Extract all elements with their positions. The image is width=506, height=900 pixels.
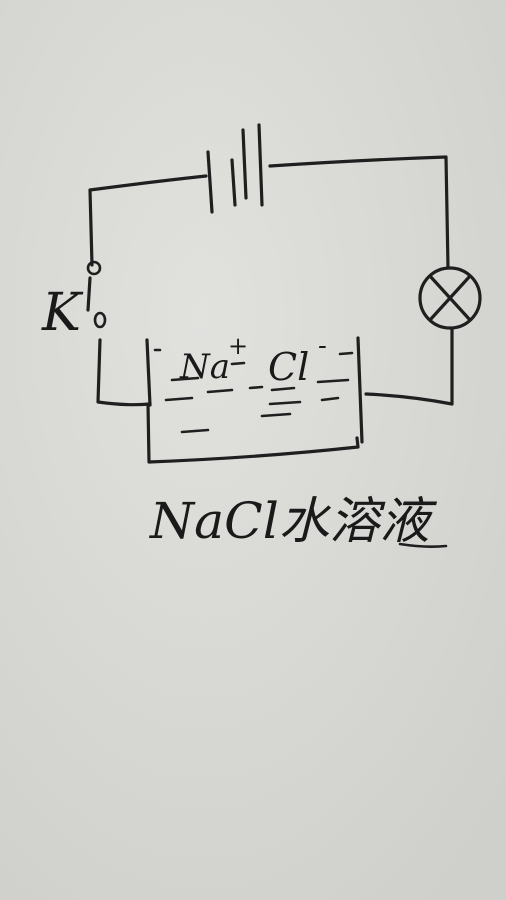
battery-plate-2 — [230, 158, 237, 207]
ion-sodium-charge: + — [228, 332, 248, 360]
wire-top-right — [268, 155, 450, 270]
switch-label: K — [41, 283, 84, 343]
ion-chloride-charge: - — [318, 331, 327, 361]
battery-plate-4 — [257, 123, 264, 207]
electrolyte-dashes — [153, 348, 354, 434]
wire-top-left — [88, 174, 208, 267]
wire-right-down — [364, 326, 454, 406]
battery-plate-1 — [206, 150, 214, 214]
ion-chloride-label: Cl — [268, 345, 309, 389]
electrode-right — [356, 336, 364, 444]
beaker — [146, 402, 360, 464]
lamp-symbol — [418, 266, 482, 330]
electrode-left — [145, 338, 152, 407]
battery-plate-3 — [241, 128, 248, 200]
solution-label-tail — [398, 542, 448, 548]
wire-left-down — [96, 338, 152, 407]
switch-k — [86, 260, 107, 329]
ion-sodium-label: Na — [179, 347, 230, 387]
solution-label: NaCl水溶液 — [149, 492, 437, 550]
